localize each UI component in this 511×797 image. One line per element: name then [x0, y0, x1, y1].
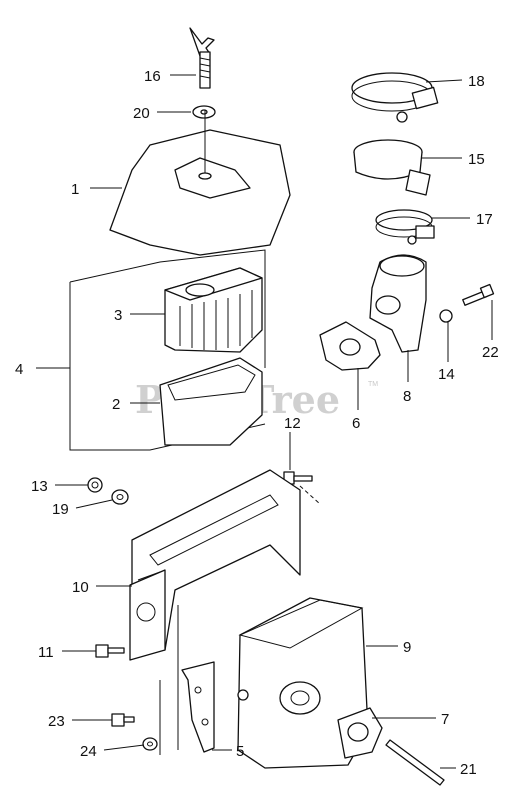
screw-23[interactable]	[111, 713, 135, 727]
paper-filter[interactable]	[164, 267, 263, 353]
watermark-tm: TM	[368, 381, 378, 388]
clamp-small[interactable]	[375, 209, 435, 245]
callout-5: 5	[236, 743, 244, 760]
pre-cleaner[interactable]	[159, 357, 263, 446]
callout-6: 6	[352, 415, 360, 432]
callout-13: 13	[31, 478, 48, 495]
stud-bolt[interactable]	[385, 739, 445, 786]
screw-12-dash	[299, 485, 321, 505]
flange-nut[interactable]	[87, 477, 103, 493]
intake-hose[interactable]	[353, 139, 431, 196]
air-cleaner-cover[interactable]	[109, 110, 291, 256]
muffler[interactable]	[237, 597, 369, 769]
bolt-adapter[interactable]	[462, 283, 495, 306]
adapter-elbow[interactable]	[369, 254, 427, 353]
callout-19: 19	[52, 501, 69, 518]
callout-12: 12	[284, 415, 301, 432]
bracket-guide	[159, 605, 179, 755]
callout-14: 14	[438, 366, 455, 383]
callout-9: 9	[403, 639, 411, 656]
callout-20: 20	[133, 105, 150, 122]
callout-2: 2	[112, 396, 120, 413]
callout-10: 10	[72, 579, 89, 596]
callout-24: 24	[80, 743, 97, 760]
callout-23: 23	[48, 713, 65, 730]
callout-11: 11	[38, 644, 54, 661]
callout-1: 1	[71, 181, 79, 198]
muffler-gasket[interactable]	[337, 707, 383, 759]
muffler-guard[interactable]	[129, 469, 301, 661]
callout-18: 18	[468, 73, 485, 90]
wing-bolt[interactable]	[189, 27, 215, 89]
clamp-large[interactable]	[351, 72, 439, 123]
callout-15: 15	[468, 151, 485, 168]
callout-4: 4	[15, 361, 23, 378]
callout-21: 21	[460, 761, 477, 778]
callouts: 16 20 1 18 15 17 3 4 2 22 14 8 6 12 13 1…	[15, 68, 499, 778]
muffler-bracket[interactable]	[181, 661, 215, 753]
nut[interactable]	[439, 309, 453, 323]
washer-24[interactable]	[142, 737, 158, 751]
leader-lines	[36, 74, 493, 769]
callout-16: 16	[144, 68, 161, 85]
callout-3: 3	[114, 307, 122, 324]
lock-washer[interactable]	[111, 489, 129, 505]
callout-17: 17	[476, 211, 493, 228]
gasket[interactable]	[319, 321, 381, 371]
washer-top[interactable]	[192, 105, 216, 119]
callout-22: 22	[482, 344, 499, 361]
callout-8: 8	[403, 388, 411, 405]
screw-11[interactable]	[95, 644, 125, 658]
callout-7: 7	[441, 711, 449, 728]
